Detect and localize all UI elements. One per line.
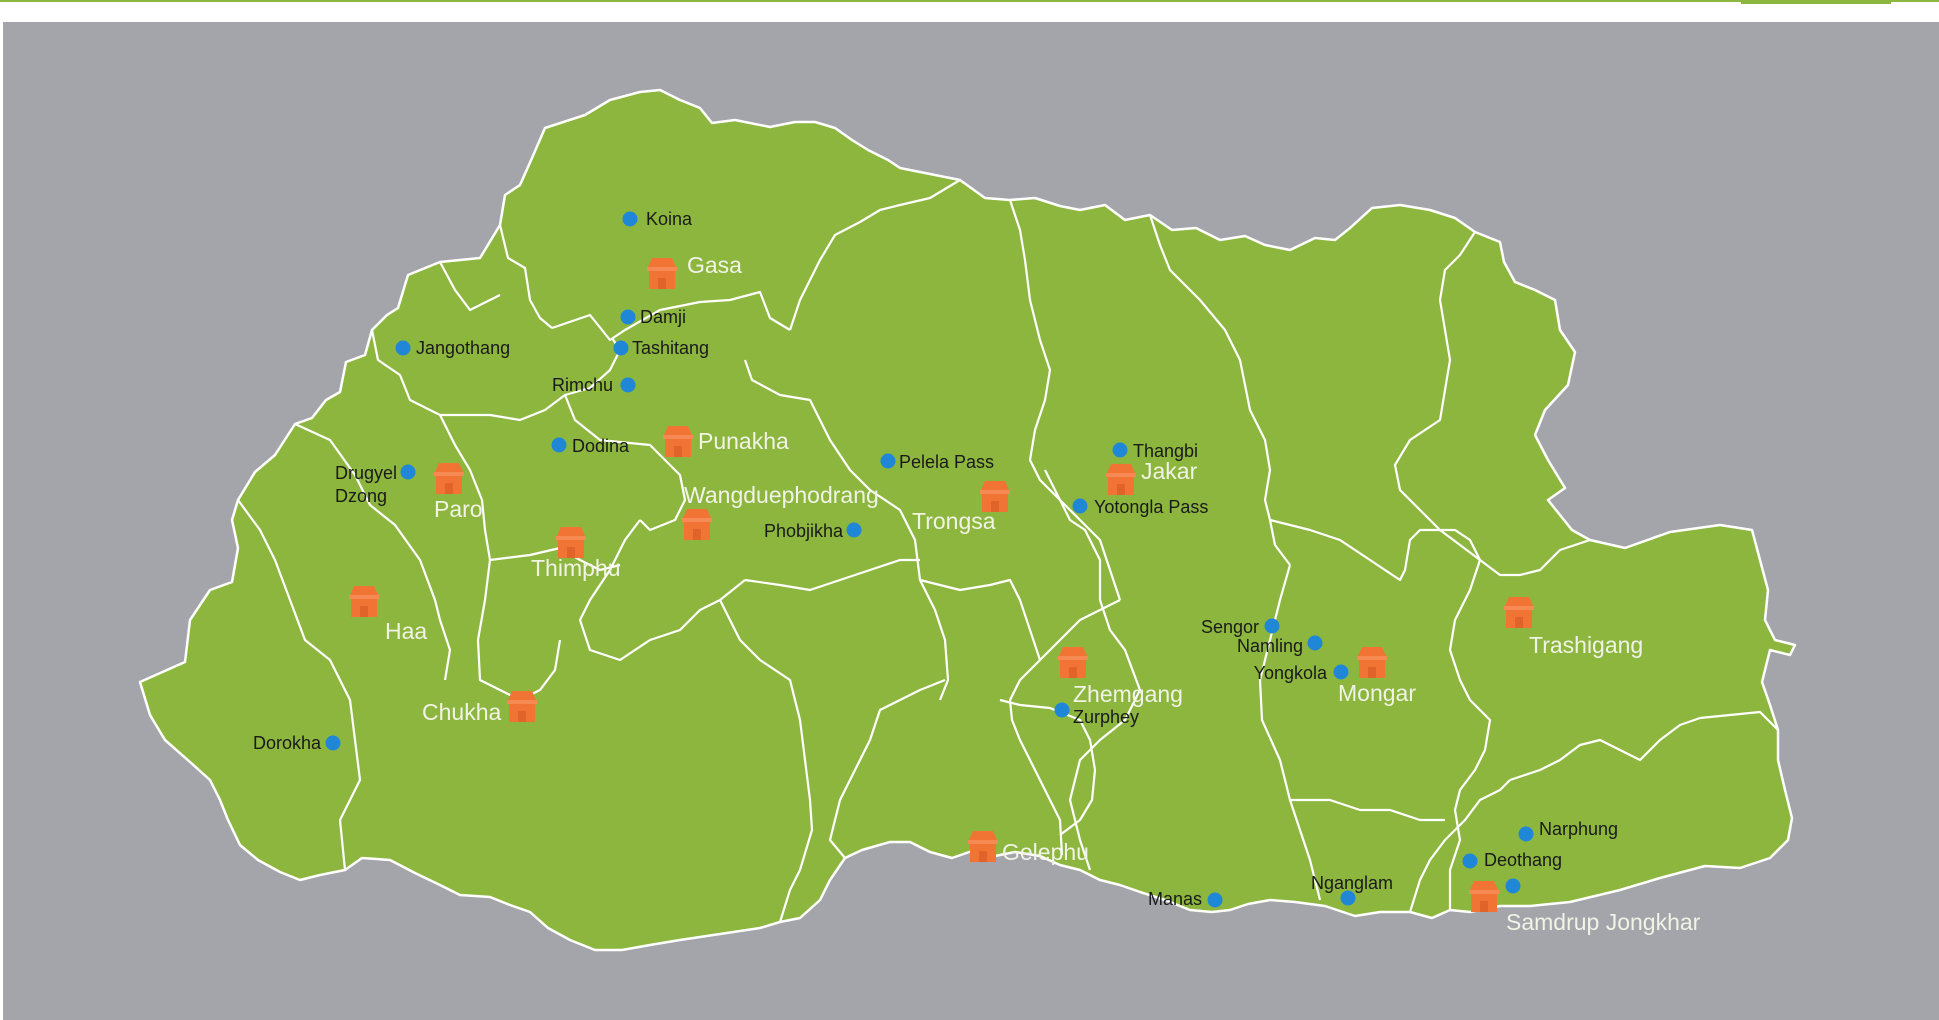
label-haa: Haa [385,618,427,644]
label-phobjikha: Phobjikha [764,521,844,541]
label-dorokha: Dorokha [253,733,322,753]
pin-drugyel-dzong[interactable] [400,464,416,480]
label-yotongla-pass: Yotongla Pass [1094,497,1208,517]
pin-damji[interactable] [620,309,636,325]
dzong-icon-trashigang[interactable] [1504,597,1534,628]
pin-deothang-south[interactable] [1505,878,1521,894]
label-drugyel: Drugyel [335,463,397,483]
pin-phobjikha[interactable] [846,522,862,538]
label-gasa: Gasa [687,252,742,278]
label-namling: Namling [1237,636,1303,656]
label-thangbi: Thangbi [1133,441,1198,461]
pin-rimchu[interactable] [620,377,636,393]
pin-zurphey[interactable] [1054,702,1070,718]
district-borders [237,179,1779,923]
place-pins: Koina Damji Tashitang Jangothang Rimchu … [253,209,1618,909]
label-trashigang: Trashigang [1529,632,1643,658]
label-mongar: Mongar [1338,680,1416,706]
label-trongsa: Trongsa [912,508,996,534]
label-nganglam: Nganglam [1311,873,1393,893]
dzong-icon-chukha[interactable] [507,691,537,722]
pin-yotongla-pass[interactable] [1072,498,1088,514]
country-outline [138,88,1797,952]
label-samdrup-jongkhar: Samdrup Jongkhar [1506,909,1701,935]
label-thimphu: Thimphu [531,555,620,581]
label-zurphey: Zurphey [1073,707,1139,727]
pin-thangbi[interactable] [1112,442,1128,458]
dzong-icon-zhemgang[interactable] [1058,647,1088,678]
pin-dodina[interactable] [551,437,567,453]
top-bar-accent [1741,0,1891,4]
pin-namling[interactable] [1307,635,1323,651]
dzong-icon-jakar[interactable] [1106,464,1136,495]
dzong-icon-thimphu[interactable] [556,527,586,558]
label-dodina: Dodina [572,436,630,456]
label-koina: Koina [646,209,693,229]
label-damji: Damji [640,307,686,327]
pin-koina[interactable] [622,211,638,227]
dzong-icon-punakha[interactable] [663,426,693,457]
dzong-icon-gasa[interactable] [647,258,677,289]
label-jakar: Jakar [1141,458,1198,484]
pin-jangothang[interactable] [395,340,411,356]
label-manas: Manas [1148,889,1202,909]
label-pelela-pass: Pelela Pass [899,452,994,472]
dzong-icon-haa[interactable] [349,586,379,617]
label-narphung: Narphung [1539,819,1618,839]
pin-sengor[interactable] [1264,618,1280,634]
pin-deothang[interactable] [1462,853,1478,869]
label-rimchu: Rimchu [552,375,613,395]
pin-manas[interactable] [1207,892,1223,908]
label-sengor: Sengor [1201,617,1259,637]
label-zhemgang: Zhemgang [1073,681,1183,707]
label-gelephu: Gelephu [1002,839,1089,865]
dzong-icon-mongar[interactable] [1357,647,1387,678]
label-tashitang: Tashitang [632,338,709,358]
label-jangothang: Jangothang [416,338,510,358]
pin-nganglam[interactable] [1340,890,1356,906]
dzong-towns: Gasa Punakha Paro Thimphu Wangduephodran… [349,252,1701,935]
label-yongkola: Yongkola [1254,663,1328,683]
label-punakha: Punakha [698,428,789,454]
dzong-icon-paro[interactable] [434,463,464,494]
dzong-icon-samdrup-jongkhar[interactable] [1469,881,1499,912]
dzong-icon-wangduephodrang[interactable] [682,509,712,540]
label-deothang: Deothang [1484,850,1562,870]
label-wangduephodrang: Wangduephodrang [684,482,879,508]
pin-narphung[interactable] [1518,826,1534,842]
label-dzong: Dzong [335,486,387,506]
pin-dorokha[interactable] [325,735,341,751]
label-chukha: Chukha [422,699,501,725]
pin-tashitang[interactable] [613,340,629,356]
label-paro: Paro [434,496,483,522]
pin-yongkola[interactable] [1333,664,1349,680]
dzong-icon-gelephu[interactable] [968,831,998,862]
top-bar [0,0,1939,22]
pin-pelela-pass[interactable] [880,453,896,469]
